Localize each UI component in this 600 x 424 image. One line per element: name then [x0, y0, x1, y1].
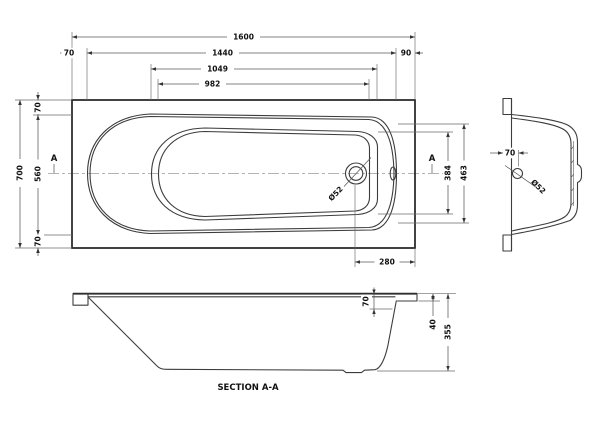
- section-letter-a-left: A: [51, 154, 58, 164]
- dim-label-1049: 1049: [207, 65, 228, 74]
- overflow-slot: [389, 166, 397, 181]
- end-view-overflow-leader: [504, 165, 537, 188]
- dim-label-463: 463: [460, 165, 469, 181]
- dim-width-breakdown: 70 560 70: [32, 92, 44, 256]
- dim-overall-length: 1600: [72, 31, 415, 43]
- dim-floor-outer-length: 1049: [151, 63, 377, 75]
- plan-top-dimensions: 1600 70 1440 90 1049: [60, 31, 423, 100]
- dim-label-280: 280: [379, 258, 395, 267]
- end-view-bottom-lip: [502, 234, 513, 252]
- plan-view: Ø52: [48, 99, 443, 249]
- dim-label-far-rim: 70: [34, 236, 43, 246]
- end-view: 70 Ø52: [490, 97, 583, 252]
- plan-floor-outline-outer: [150, 127, 379, 221]
- end-view-top-lip: [502, 97, 513, 116]
- section-view: 70 40 355 SECTION A-A: [72, 287, 456, 393]
- plan-right-dimensions: 384 463 A: [378, 123, 470, 224]
- dim-label-700: 700: [16, 165, 25, 181]
- section-dim-label-355: 355: [444, 324, 453, 340]
- dim-label-head-offset: 70: [64, 49, 74, 58]
- waste-diameter-label: Ø52: [327, 185, 345, 203]
- dim-label-560: 560: [34, 166, 43, 182]
- section-title: SECTION A-A: [217, 383, 279, 393]
- plan-rim-outline-outer: [86, 113, 398, 235]
- dim-foot-rim-width: 463: [459, 124, 470, 223]
- section-dim-label-40: 40: [429, 319, 438, 329]
- section-bowl-profile: [87, 296, 397, 374]
- end-view-outer-profile: [510, 113, 583, 236]
- dim-waste-offset: 280: [354, 185, 416, 268]
- dim-label-foot-offset: 90: [401, 49, 411, 58]
- section-marker-right: A: [429, 154, 436, 173]
- dim-overall-width: 700: [14, 100, 26, 248]
- section-left-lip: [72, 293, 89, 306]
- end-view-inner-profile: [510, 117, 572, 232]
- section-dim-lip-height: 40: [418, 293, 440, 332]
- end-view-overflow-label: Ø52: [529, 178, 547, 196]
- dim-rim-length-row: 70 1440 90: [60, 47, 423, 59]
- dim-foot-floor-width: 384: [443, 132, 454, 214]
- section-dim-overall-depth: 355: [377, 293, 456, 372]
- dim-label-1440: 1440: [212, 49, 233, 58]
- section-marker-left: A: [51, 154, 58, 173]
- plan-outer-rect: [71, 99, 416, 249]
- dim-label-982: 982: [205, 80, 221, 89]
- end-view-overflow-depth-dim: 70: [490, 147, 528, 167]
- dim-floor-inner-length: 982: [158, 78, 369, 90]
- waste-hole-inner: [348, 166, 364, 181]
- end-view-dim-label-70: 70: [505, 149, 515, 158]
- section-letter-a-right: A: [429, 154, 436, 164]
- dim-label-384: 384: [444, 165, 453, 181]
- section-dim-label-70: 70: [362, 296, 371, 306]
- end-view-overflow-hole: [511, 167, 524, 180]
- plan-rim-outline-inner: [89, 115, 395, 232]
- plan-floor-outline-inner: [157, 130, 371, 218]
- waste-hole-outer: [344, 162, 368, 185]
- dim-label-near-rim: 70: [34, 102, 43, 112]
- dim-label-1600: 1600: [233, 33, 254, 42]
- waste-leader-line: [343, 157, 372, 187]
- section-dim-rim-to-overflow: 70: [361, 287, 393, 317]
- section-right-lip: [396, 293, 418, 302]
- plan-left-dimensions: 700 70 560 70 A: [14, 92, 72, 256]
